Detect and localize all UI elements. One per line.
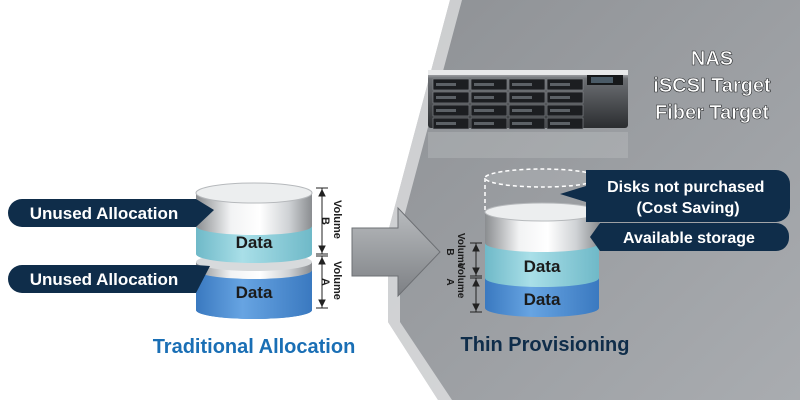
drive-bay-handle	[512, 122, 532, 125]
drive-bay-handle	[550, 109, 570, 112]
transition-arrow-icon	[351, 206, 441, 298]
callout-available-storage: Available storage	[590, 223, 789, 251]
drive-bay-handle	[474, 109, 494, 112]
drive-bay-handle	[436, 109, 456, 112]
drive-bay-handle	[436, 96, 456, 99]
thin-cylinder	[484, 168, 600, 317]
traditional-cylinder	[195, 182, 313, 319]
callout-unused-bottom: Unused Allocation	[8, 265, 210, 293]
drive-bay-handle	[512, 83, 532, 86]
drive-bay-handle	[474, 122, 494, 125]
traditional-volume-a-label: Volume A	[319, 261, 343, 303]
traditional-volume-b-label: Volume B	[319, 200, 343, 242]
drive-bay-handle	[474, 83, 494, 86]
drive-bay-handle	[512, 96, 532, 99]
thin-title: Thin Provisioning	[461, 334, 630, 356]
traditional-volume-b-marker	[316, 187, 328, 255]
traditional-volume-a-marker	[316, 255, 328, 309]
server-label-nas: NAS	[691, 48, 733, 70]
drive-bay-handle	[550, 83, 570, 86]
drive-bay-handle	[436, 122, 456, 125]
thin-volume-a-marker	[470, 277, 482, 313]
drive-bay-handle	[550, 96, 570, 99]
thin-volume-a-data: Data	[524, 290, 561, 309]
background-panel-edge	[388, 0, 462, 400]
drive-bay-handle	[550, 122, 570, 125]
drive-bay-handle	[512, 109, 532, 112]
callout-disks-not-purchased: Disks not purchased (Cost Saving)	[560, 170, 790, 222]
server-label-iscsi: iSCSI Target	[653, 75, 771, 97]
callout-unused-top: Unused Allocation	[8, 199, 214, 227]
callout-unused-bottom-text: Unused Allocation	[30, 270, 179, 289]
callout-unused-top-text: Unused Allocation	[30, 204, 179, 223]
drive-bay-handle	[474, 96, 494, 99]
thin-volume-b-data: Data	[524, 257, 561, 276]
thin-volume-a-label: Volume A	[444, 263, 466, 301]
server-reflection	[428, 132, 628, 158]
traditional-volume-a-data: Data	[236, 283, 273, 302]
server-label-fiber: Fiber Target	[655, 102, 769, 124]
callout-available-text: Available storage	[623, 230, 755, 247]
drive-bays	[432, 78, 584, 130]
drive-bay-handle	[436, 83, 456, 86]
server-chassis-icon	[428, 70, 628, 130]
thin-volume-b-marker	[470, 242, 482, 277]
traditional-volume-b-data: Data	[236, 233, 273, 252]
thin-volume-b-label: Volume B	[444, 233, 466, 271]
callout-disks-text: Disks not purchased (Cost Saving)	[607, 179, 769, 217]
traditional-title: Traditional Allocation	[153, 336, 356, 358]
